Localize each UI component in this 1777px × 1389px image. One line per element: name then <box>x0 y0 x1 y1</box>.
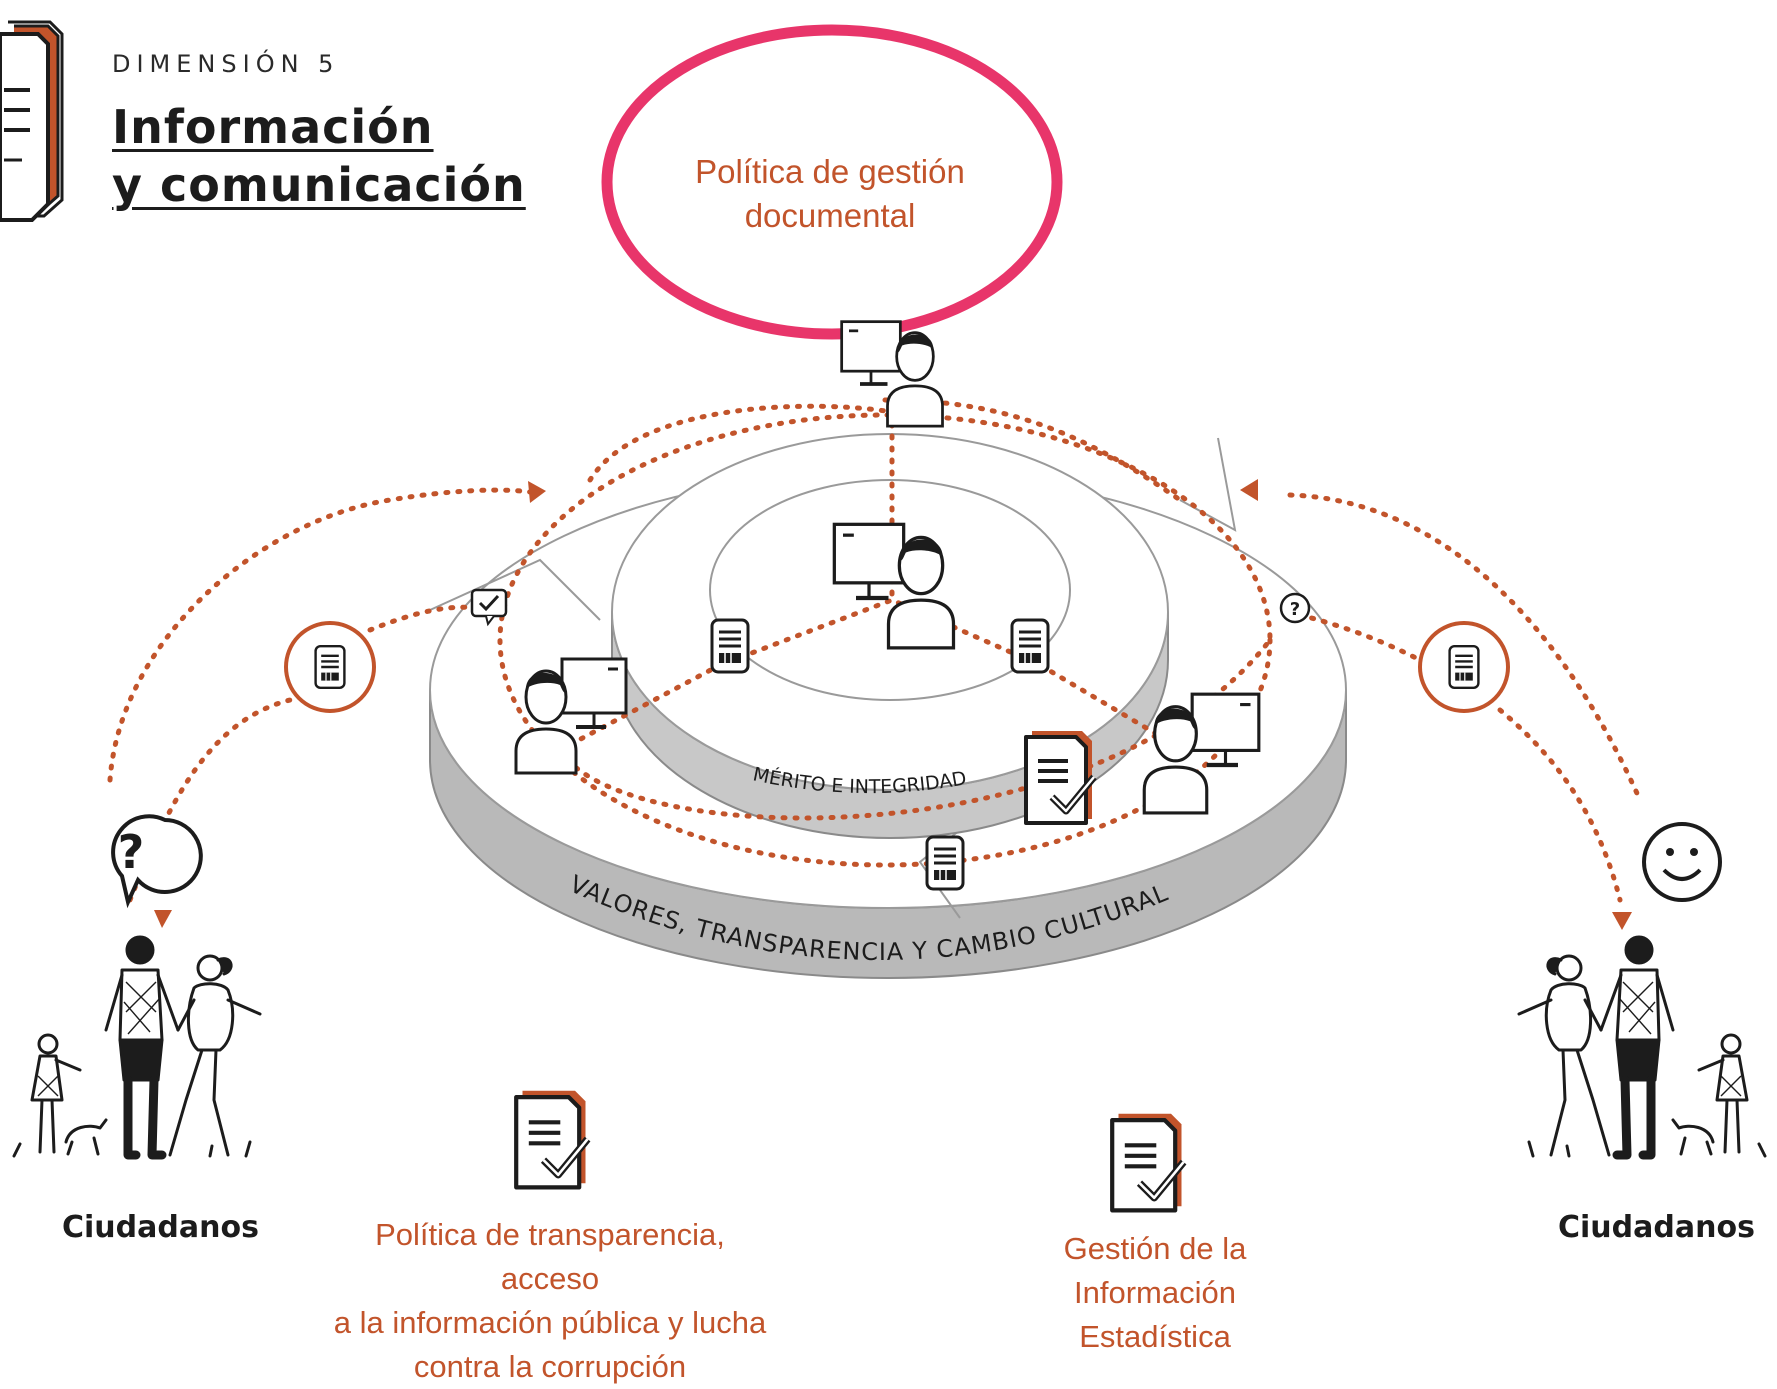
svg-text:?: ? <box>1290 599 1300 620</box>
title-line-2: y comunicación <box>112 158 526 212</box>
citizens-family-illustration <box>14 937 260 1156</box>
transparency-line-2: a la información pública y lucha <box>333 1305 767 1340</box>
question-bubble-icon: ? <box>1279 592 1311 624</box>
transparency-policy-label: Política de transparencia, acceso a la i… <box>330 1213 770 1389</box>
title-line-1: Información <box>112 100 434 154</box>
dimension-title: Información y comunicación <box>112 98 526 214</box>
document-management-policy-label: Política de gestión documental <box>660 150 1000 238</box>
document-stack-icon <box>0 20 64 222</box>
policy-line-1: Política de gestión <box>695 153 965 190</box>
policy-line-2: documental <box>744 197 916 234</box>
question-bubble-icon: ? <box>111 814 203 909</box>
transparency-line-1: Política de transparencia, acceso <box>375 1217 725 1296</box>
citizens-family-illustration <box>1519 937 1765 1156</box>
arrowheads <box>154 479 1632 930</box>
statistics-line-1: Gestión de la Información <box>1063 1231 1247 1310</box>
statistics-line-2: Estadística <box>1079 1319 1231 1354</box>
document-icon <box>284 621 376 713</box>
person-computer-icon <box>839 319 945 428</box>
smiley-icon <box>1642 822 1722 902</box>
transparency-line-3: contra la corrupción <box>413 1349 687 1384</box>
checklist-document-icon <box>516 1091 587 1188</box>
highlight-ring <box>601 24 1063 340</box>
statistics-management-label: Gestión de la Información Estadística <box>980 1227 1330 1359</box>
dimension-label: DIMENSIÓN 5 <box>112 50 340 78</box>
checklist-document-icon <box>1026 731 1094 823</box>
svg-text:?: ? <box>118 825 145 879</box>
check-bubble-icon <box>470 588 508 627</box>
document-icon <box>1010 618 1050 674</box>
document-icon <box>710 618 750 674</box>
document-icon <box>1418 621 1510 713</box>
integrity-rings-diagram: ? ? MÉRITO E INTEGRIDAD VALORES, TRANSPA… <box>0 20 1777 1357</box>
dotted-connections <box>107 397 1643 903</box>
citizens-right-label: Ciudadanos <box>1558 1210 1755 1245</box>
document-icon <box>925 835 965 891</box>
citizens-left-label: Ciudadanos <box>62 1210 259 1245</box>
checklist-document-icon <box>1112 1114 1183 1211</box>
